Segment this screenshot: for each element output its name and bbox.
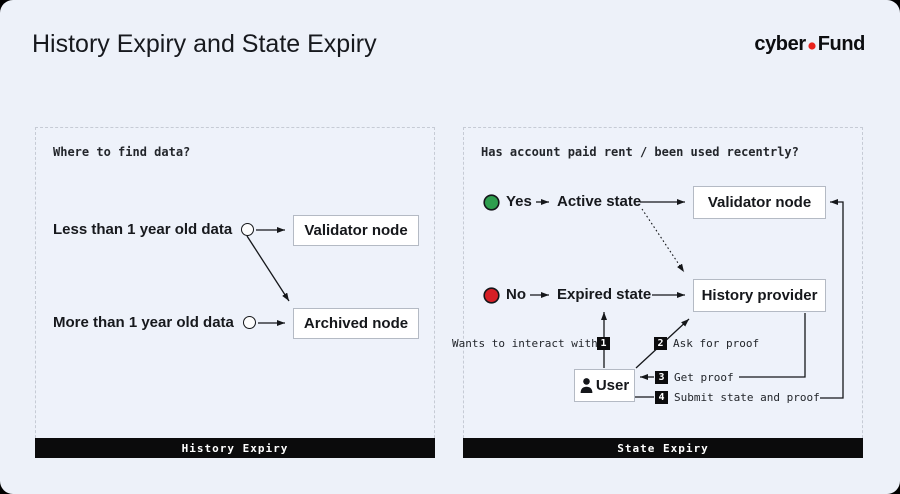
yes-label: Yes (506, 193, 532, 210)
connector-circle-old (243, 316, 256, 329)
step-1-badge: 1 (597, 337, 610, 350)
left-row-label-recent: Less than 1 year old data (53, 221, 233, 238)
no-label: No (506, 286, 526, 303)
step-3-badge: 3 (655, 371, 668, 384)
step-3-label: Get proof (674, 371, 734, 384)
user-label: User (595, 377, 630, 394)
brand-dot-icon (808, 42, 816, 50)
step-2-label: Ask for proof (673, 337, 760, 350)
state-panel-question: Has account paid rent / been used recent… (481, 145, 799, 159)
user-box: User (574, 369, 635, 402)
history-provider-box: History provider (693, 279, 826, 312)
validator-node-box-left: Validator node (293, 215, 419, 246)
step-4-badge: 4 (655, 391, 668, 404)
expired-state-label: Expired state (557, 286, 652, 303)
no-indicator-icon (483, 287, 500, 304)
history-panel-question: Where to find data? (53, 145, 191, 159)
page-title: History Expiry and State Expiry (32, 30, 377, 58)
step-2-badge: 2 (654, 337, 667, 350)
user-icon (580, 378, 593, 393)
brand-logo-prefix: cyber (754, 33, 806, 55)
validator-node-box-right: Validator node (693, 186, 826, 219)
history-expiry-panel: Where to find data? History Expiry (35, 127, 435, 458)
active-state-label: Active state (557, 193, 642, 210)
brand-logo: cyber Fund (754, 33, 865, 56)
archived-node-box: Archived node (293, 308, 419, 339)
state-expiry-footer: State Expiry (463, 438, 863, 458)
left-row-label-old: More than 1 year old data (53, 314, 234, 331)
yes-indicator-icon (483, 194, 500, 211)
connector-circle-recent (241, 223, 254, 236)
step-1-label: Wants to interact with (452, 337, 598, 350)
history-expiry-footer: History Expiry (35, 438, 435, 458)
brand-logo-suffix: Fund (817, 33, 866, 55)
step-4-label: Submit state and proof (674, 391, 820, 404)
